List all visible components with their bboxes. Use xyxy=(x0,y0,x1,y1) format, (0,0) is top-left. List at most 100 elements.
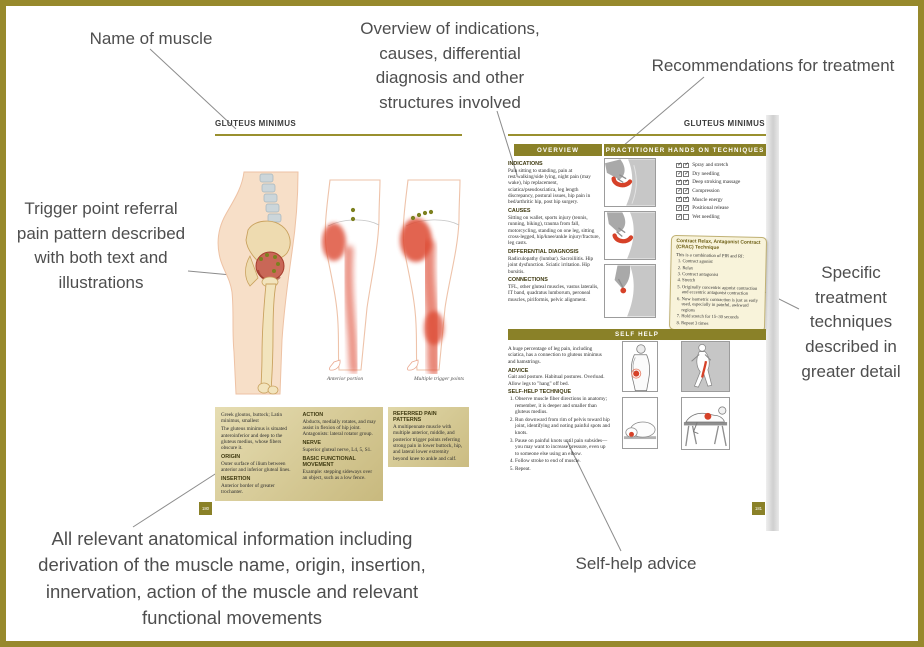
technique-checklist: Spray and stretch Dry needling Deep stro… xyxy=(676,161,768,221)
checklist-label: Dry needling xyxy=(692,170,720,177)
right-page-number: 181 xyxy=(752,502,765,515)
causes-text: Sitting on wallet, sports injury (tennis… xyxy=(508,214,600,247)
checklist-row: Spray and stretch xyxy=(676,161,768,170)
crac-title: Contract Relax, Antagonist Contract (CRA… xyxy=(676,239,761,251)
action-heading: ACTION xyxy=(302,412,324,418)
indications-heading: INDICATIONS xyxy=(508,161,543,167)
checkbox xyxy=(676,179,682,186)
origin-text: Outer surface of ilium between anterior … xyxy=(221,460,291,474)
checklist-row: Positional release xyxy=(676,204,768,213)
insertion-text: Anterior border of greater trochanter. xyxy=(221,482,275,495)
technique-photo-3 xyxy=(604,264,656,318)
self-help-technique-heading: SELF-HELP TECHNIQUE xyxy=(508,389,572,396)
insertion-heading: INSERTION xyxy=(221,475,251,482)
checkbox xyxy=(676,197,682,203)
right-header-rule xyxy=(508,134,766,136)
checklist-row: Muscle energy xyxy=(676,195,768,204)
technique-photo-2 xyxy=(604,211,656,260)
checklist-row: Deep stroking massage xyxy=(676,178,768,187)
hands-on-hip-illustration xyxy=(605,159,655,206)
bfm-text: Example: stepping sideways over an objec… xyxy=(302,468,373,482)
crac-step: Repeat 3 times xyxy=(681,320,760,328)
checkbox xyxy=(676,188,682,194)
crac-technique-box: Contract Relax, Antagonist Contract (CRA… xyxy=(668,234,768,333)
checkbox xyxy=(676,171,682,177)
standing-figure-illustration xyxy=(623,342,657,391)
crac-step: Now isometric contraction is just as ear… xyxy=(681,296,760,315)
annotation-overview: Overview of indications, causes, differe… xyxy=(360,19,540,112)
annotation-name-of-muscle: Name of muscle xyxy=(89,29,213,48)
causes-heading: CAUSES xyxy=(508,208,531,215)
annotation-self-help: Self-help advice xyxy=(575,554,697,573)
checklist-label: Spray and stretch xyxy=(692,162,729,169)
annotation-specific-treatment: Specific treatment techniques described … xyxy=(801,263,901,381)
self-help-photo-lying xyxy=(622,397,658,449)
page-edge xyxy=(766,115,779,531)
checklist-row: Compression xyxy=(676,187,768,196)
hands-on-hip-illustration xyxy=(605,212,655,259)
annotation-trigger-point: Trigger point referral pain pattern desc… xyxy=(16,199,186,292)
lying-figure-illustration xyxy=(623,398,657,448)
left-header-rule xyxy=(215,134,462,136)
checklist-label: Positional release xyxy=(692,205,729,212)
advice-text: Gait and posture. Habitual postures. Ove… xyxy=(508,374,605,387)
overview-section: CONNECTIONS TFL, other gluteal muscles, … xyxy=(508,277,602,303)
self-help-intro: A huge percentage of leg pain, including… xyxy=(508,346,602,365)
self-help-step: Observe muscle fiber directions in anato… xyxy=(515,396,610,416)
self-help-step: Follow stroke to end of muscle. xyxy=(515,458,610,465)
overview-section: CAUSES Sitting on wallet, sports injury … xyxy=(508,208,602,246)
origin-heading: ORIGIN xyxy=(221,454,241,461)
checkbox xyxy=(683,197,689,203)
checkbox xyxy=(683,179,689,186)
anatomy-column-1: Greek gloutos, buttock; Latin minimus, s… xyxy=(221,412,296,496)
self-help-step: Pause on painful knots until pain subsid… xyxy=(515,438,610,458)
nerve-text: Superior gluteal nerve, L4, 5, S1. xyxy=(302,446,372,453)
muscle-description: The gluteus minimus is situated anteroin… xyxy=(221,426,287,452)
elbow-pressure-illustration xyxy=(605,265,655,317)
nerve-heading: NERVE xyxy=(302,440,321,447)
self-help-photo-table xyxy=(681,397,730,450)
checklist-label: Deep stroking massage xyxy=(692,179,741,186)
table-lying-figure-illustration xyxy=(682,398,729,449)
caption-multiple-trigger-points: Multiple trigger points xyxy=(413,376,465,382)
checkbox xyxy=(683,162,689,169)
referral-pattern-anterior-illustration xyxy=(322,179,381,374)
checklist-label: Muscle energy xyxy=(692,196,723,203)
checkbox xyxy=(683,205,689,212)
connections-heading: CONNECTIONS xyxy=(508,277,548,284)
technique-photo-1 xyxy=(604,158,656,207)
connections-text: TFL, other gluteal muscles, vastus later… xyxy=(508,284,599,303)
overview-section: INDICATIONS Pain sitting to standing, pa… xyxy=(508,161,602,206)
self-help-column: A huge percentage of leg pain, including… xyxy=(508,346,610,474)
self-help-bar: SELF HELP xyxy=(508,329,766,340)
referred-pain-box: REFERRED PAIN PATTERNS A multipennate mu… xyxy=(388,407,469,468)
anatomy-column-2: ACTION Abducts, medially rotates, and ma… xyxy=(303,412,378,496)
indications-text: Pain sitting to standing, pain at rest/w… xyxy=(508,167,591,206)
checklist-label: Wet needling xyxy=(692,213,720,220)
self-help-photo-wall-stretch xyxy=(681,341,730,392)
overview-column: INDICATIONS Pain sitting to standing, pa… xyxy=(508,161,602,305)
checkbox xyxy=(683,214,689,220)
annotation-anatomical-info: All relevant anatomical information incl… xyxy=(38,528,426,628)
left-page-number: 180 xyxy=(199,502,212,515)
self-help-step: Repeat. xyxy=(515,466,610,473)
wall-stretch-figure-illustration xyxy=(682,342,729,391)
referred-pain-text: A multipennate muscle with multiple ante… xyxy=(393,423,463,462)
checkbox xyxy=(676,214,682,220)
differential-diagnosis-text: Radiculopathy (lumbar). Sacroiliitis. Hi… xyxy=(508,255,594,275)
checklist-row: Wet needling xyxy=(676,213,768,222)
checkbox xyxy=(683,171,689,177)
checklist-label: Compression xyxy=(692,188,720,195)
referral-pattern-multiple-illustration xyxy=(400,179,461,374)
overview-bar: OVERVIEW xyxy=(514,144,602,156)
overview-section: DIFFERENTIAL DIAGNOSIS Radiculopathy (lu… xyxy=(508,249,602,275)
checkbox xyxy=(676,162,682,169)
bfm-heading: BASIC FUNCTIONAL MOVEMENT xyxy=(302,455,356,468)
caption-anterior-portion: Anterior portion xyxy=(326,376,364,382)
differential-diagnosis-heading: DIFFERENTIAL DIAGNOSIS xyxy=(508,249,579,256)
checkbox xyxy=(683,188,689,194)
referred-pain-heading: REFERRED PAIN PATTERNS xyxy=(393,411,437,424)
practitioner-bar: PRACTITIONER HANDS ON TECHNIQUES xyxy=(604,144,766,156)
hip-skeleton-illustration xyxy=(217,171,299,395)
right-page-title: GLUTEUS MINIMUS xyxy=(683,119,765,128)
